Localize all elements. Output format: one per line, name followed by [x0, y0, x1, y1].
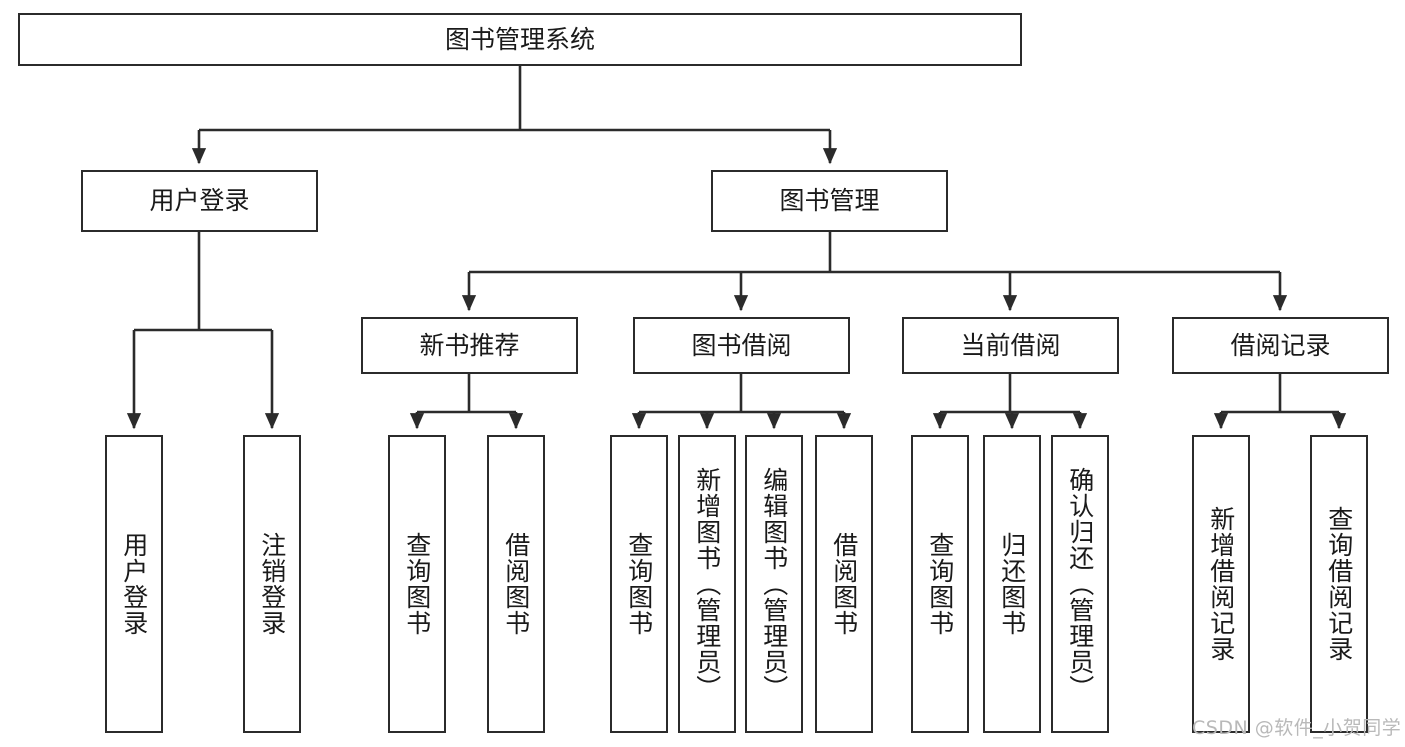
node-leaf-user-logout-label: 注销登录	[257, 532, 287, 636]
csdn-watermark: CSDN @软件_小贺同学	[1192, 717, 1402, 739]
node-leaf-query-book-1[interactable]: 查询图书	[388, 435, 446, 733]
node-current-borrow[interactable]: 当前借阅	[902, 317, 1119, 374]
node-root-label: 图书管理系统	[444, 24, 595, 54]
node-leaf-confirm-return-label: 确认归还（管理员）	[1065, 467, 1095, 701]
node-leaf-borrow-book-1-label: 借阅图书	[501, 532, 531, 636]
node-borrow-record[interactable]: 借阅记录	[1172, 317, 1389, 374]
node-leaf-query-record-label: 查询借阅记录	[1324, 506, 1354, 662]
node-leaf-query-book-3[interactable]: 查询图书	[911, 435, 969, 733]
node-leaf-confirm-return[interactable]: 确认归还（管理员）	[1051, 435, 1109, 733]
node-borrow-record-label: 借阅记录	[1230, 330, 1331, 360]
node-leaf-borrow-book-2-label: 借阅图书	[829, 532, 859, 636]
node-leaf-add-record[interactable]: 新增借阅记录	[1192, 435, 1250, 733]
node-leaf-user-logout[interactable]: 注销登录	[243, 435, 301, 733]
node-leaf-user-login[interactable]: 用户登录	[105, 435, 163, 733]
node-leaf-query-book-2[interactable]: 查询图书	[610, 435, 668, 733]
node-new-book-rec[interactable]: 新书推荐	[361, 317, 578, 374]
node-leaf-edit-book[interactable]: 编辑图书（管理员）	[745, 435, 803, 733]
node-book-manage[interactable]: 图书管理	[711, 170, 948, 232]
node-leaf-query-record[interactable]: 查询借阅记录	[1310, 435, 1368, 733]
node-leaf-borrow-book-2[interactable]: 借阅图书	[815, 435, 873, 733]
node-leaf-add-book-label: 新增图书（管理员）	[692, 467, 722, 701]
node-leaf-edit-book-label: 编辑图书（管理员）	[759, 467, 789, 701]
node-user-login[interactable]: 用户登录	[81, 170, 318, 232]
node-book-borrow-label: 图书借阅	[691, 330, 792, 360]
node-user-login-label: 用户登录	[149, 186, 250, 216]
node-leaf-return-book-label: 归还图书	[997, 532, 1027, 636]
node-leaf-query-book-1-label: 查询图书	[402, 532, 432, 636]
node-leaf-query-book-2-label: 查询图书	[624, 532, 654, 636]
node-leaf-add-record-label: 新增借阅记录	[1206, 506, 1236, 662]
node-leaf-query-book-3-label: 查询图书	[925, 532, 955, 636]
node-root[interactable]: 图书管理系统	[18, 13, 1022, 66]
node-leaf-user-login-label: 用户登录	[119, 532, 149, 636]
node-book-manage-label: 图书管理	[779, 186, 880, 216]
node-leaf-return-book[interactable]: 归还图书	[983, 435, 1041, 733]
node-leaf-borrow-book-1[interactable]: 借阅图书	[487, 435, 545, 733]
node-leaf-add-book[interactable]: 新增图书（管理员）	[678, 435, 736, 733]
node-book-borrow[interactable]: 图书借阅	[633, 317, 850, 374]
node-new-book-rec-label: 新书推荐	[419, 330, 520, 360]
node-current-borrow-label: 当前借阅	[960, 330, 1061, 360]
